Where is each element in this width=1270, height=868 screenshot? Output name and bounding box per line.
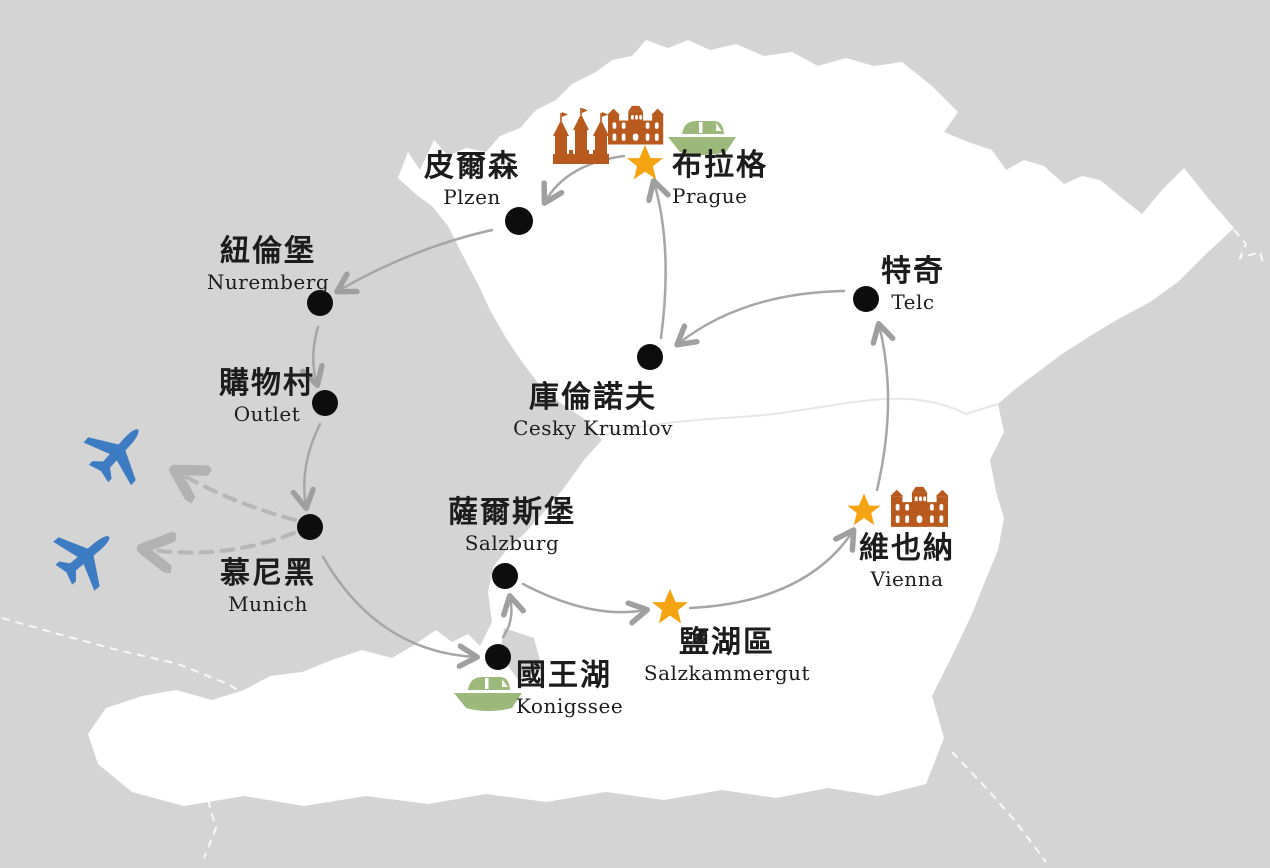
city-name-en: Vienna <box>870 566 944 591</box>
city-name-en: Nuremberg <box>206 269 330 294</box>
marker-plzen <box>505 207 533 235</box>
marker-telc <box>853 286 879 312</box>
border-faint-lines <box>1 229 1265 863</box>
city-name-zh: 慕尼黑 <box>220 556 316 591</box>
city-label-telc: 特奇 Telc <box>881 256 945 313</box>
leg-munich-flight-1 <box>176 471 297 522</box>
city-name-en: Plzen <box>443 184 501 209</box>
marker-vienna-star <box>847 493 881 526</box>
city-label-cesky-krumlov: 庫倫諾夫 Cesky Krumlov <box>513 382 673 439</box>
city-name-en: Telc <box>891 289 935 314</box>
leg-konigssee-salzburg <box>503 597 511 639</box>
marker-salzkammergut-star <box>651 589 689 624</box>
city-name-en: Outlet <box>233 401 301 426</box>
city-name-en: Salzkammergut <box>643 660 811 685</box>
city-label-konigssee: 國王湖 Konigssee <box>516 660 623 717</box>
city-label-vienna: 維也納 Vienna <box>859 533 955 590</box>
city-name-zh: 鹽湖區 <box>679 625 775 660</box>
leg-salzburg-salzkammergut <box>521 582 646 612</box>
marker-munich <box>297 514 323 540</box>
city-name-zh: 皮爾森 <box>424 149 520 184</box>
city-name-en: Konigssee <box>516 693 624 718</box>
city-name-zh: 紐倫堡 <box>220 234 316 269</box>
leg-cesky-prague <box>654 182 666 340</box>
palace-icon <box>890 486 949 527</box>
marker-prague-star <box>626 145 664 180</box>
city-name-zh: 維也納 <box>859 531 955 566</box>
city-label-outlet: 購物村 Outlet <box>219 368 315 425</box>
city-label-plzen: 皮爾森 Plzen <box>424 151 520 208</box>
city-label-nuremberg: 紐倫堡 Nuremberg <box>207 236 329 293</box>
city-name-zh: 布拉格 <box>672 148 768 183</box>
city-name-zh: 庫倫諾夫 <box>528 380 657 415</box>
airplane-icon <box>53 536 110 591</box>
land-notch-berchtesgaden <box>500 628 542 680</box>
flight-legs <box>144 471 297 553</box>
leg-salzkammergut-vienna <box>688 531 853 610</box>
city-label-prague: 布拉格 Prague <box>672 150 768 207</box>
castle-icon <box>553 108 609 164</box>
leg-munich-flight-2 <box>144 531 296 553</box>
leg-vienna-telc <box>877 325 888 492</box>
city-name-en: Cesky Krumlov <box>513 415 673 440</box>
leg-plzen-nuremberg <box>338 228 494 291</box>
leg-telc-cesky <box>678 289 846 344</box>
boat-icon <box>454 677 522 711</box>
city-label-salzkammergut: 鹽湖區 Salzkammergut <box>644 627 810 684</box>
city-name-en: Salzburg <box>464 530 560 555</box>
border-czech-austria <box>599 397 999 437</box>
leg-prague-plzen <box>545 154 626 202</box>
city-name-en: Prague <box>672 183 748 208</box>
city-name-en: Munich <box>228 591 308 616</box>
city-name-zh: 購物村 <box>219 366 315 401</box>
city-star-markers <box>626 145 881 624</box>
leg-munich-konigssee <box>321 555 476 657</box>
airplane-icon <box>83 429 139 486</box>
leg-outlet-munich <box>304 422 322 507</box>
boat-icon <box>668 121 736 155</box>
marker-salzburg <box>492 563 518 589</box>
city-name-zh: 特奇 <box>881 254 945 289</box>
palace-icon <box>607 105 665 145</box>
marker-nuremberg <box>307 290 333 316</box>
city-label-munich: 慕尼黑 Munich <box>220 558 316 615</box>
marker-konigssee <box>485 644 511 670</box>
leg-nuremberg-outlet <box>313 325 318 384</box>
marker-outlet <box>312 390 338 416</box>
city-label-salzburg: 薩爾斯堡 Salzburg <box>448 497 576 554</box>
city-name-zh: 薩爾斯堡 <box>448 495 576 530</box>
marker-cesky <box>637 344 663 370</box>
city-name-zh: 國王湖 <box>516 658 612 693</box>
city-dot-markers <box>297 207 879 670</box>
route-legs <box>304 154 888 657</box>
